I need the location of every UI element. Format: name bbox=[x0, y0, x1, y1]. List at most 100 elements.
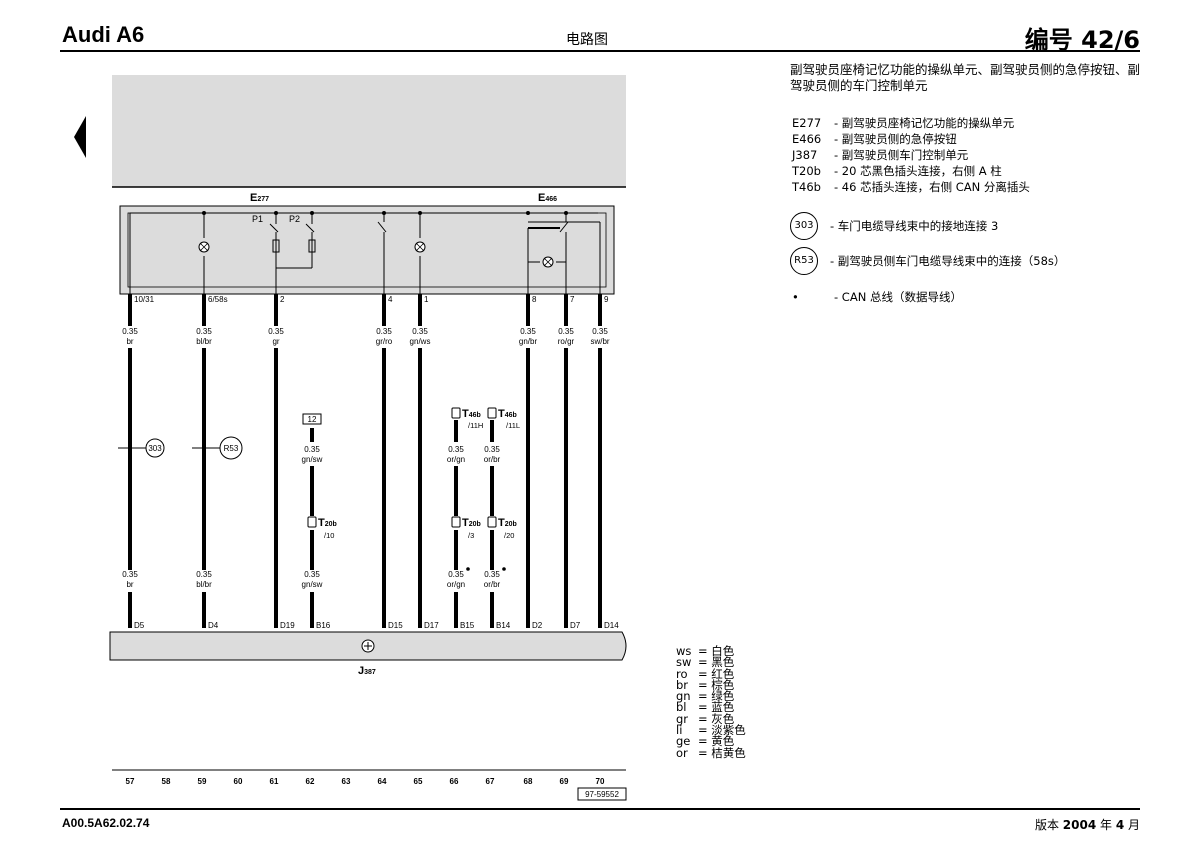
connector-pin: /11H bbox=[468, 421, 483, 430]
wire-color: gn/sw bbox=[302, 455, 323, 464]
wire-color: gn/sw bbox=[302, 580, 323, 589]
drawing-number: 97-59552 bbox=[585, 790, 619, 799]
connection-r53-symbol: R53 bbox=[790, 247, 818, 275]
header-number: 编号 42/6 bbox=[1024, 26, 1140, 54]
color-code-row: ro= 红色 bbox=[676, 666, 735, 681]
pin-label: 2 bbox=[280, 295, 285, 304]
shaded-area bbox=[112, 75, 626, 187]
terminal-12-box bbox=[302, 413, 322, 425]
legend-can-row: •- CAN 总线（数据导线） bbox=[792, 290, 962, 304]
ruler-number: 57 bbox=[126, 777, 135, 786]
pin-label: 6/58s bbox=[208, 295, 228, 304]
can-bus-dot bbox=[466, 567, 470, 571]
pin-label: B15 bbox=[460, 621, 475, 630]
color-code-row: br= 棕色 bbox=[676, 677, 735, 692]
pin-label: B14 bbox=[496, 621, 511, 630]
ruler-number: 61 bbox=[270, 777, 279, 786]
color-code-row: bl= 蓝色 bbox=[676, 700, 735, 715]
header-title: 电路图 bbox=[566, 32, 608, 48]
color-code-row: li= 淡紫色 bbox=[676, 723, 746, 738]
top-pin-labels: 10/31 6/58s 2 4 1 8 7 9 bbox=[134, 295, 609, 304]
pin-label: 10/31 bbox=[134, 295, 155, 304]
connector-t20b-symbol bbox=[487, 516, 497, 528]
connector-pin: /10 bbox=[324, 531, 334, 540]
pin-label: D15 bbox=[388, 621, 403, 630]
terminal-12-label: 12 bbox=[308, 415, 317, 424]
ruler-number: 65 bbox=[414, 777, 423, 786]
can-bus-dot bbox=[502, 567, 506, 571]
connector-t46b-label: T46b bbox=[462, 408, 481, 420]
connector-t46b-label: T46b bbox=[498, 408, 517, 420]
ruler-number: 66 bbox=[450, 777, 459, 786]
footer-code: A00.5A62.02.74 bbox=[62, 816, 150, 830]
wires bbox=[128, 294, 602, 628]
legend-ground-row: 303- 车门电缆导线束中的接地连接 3 bbox=[790, 212, 998, 240]
ruler-number: 59 bbox=[198, 777, 207, 786]
connection-r53-marker bbox=[219, 436, 243, 460]
color-code-list: ws= 白色 sw= 黑色 ro= 红色 br= 棕色 gn= 绿色 bl= 蓝… bbox=[676, 644, 746, 759]
pin-label: D19 bbox=[280, 621, 295, 630]
legend-row: E277- 副驾驶员座椅记忆功能的操纵单元 bbox=[792, 116, 1015, 130]
pin-label: D4 bbox=[208, 621, 219, 630]
ground-303-marker bbox=[145, 438, 165, 458]
wire-size: 0.35 bbox=[448, 570, 464, 579]
wire-size: 0.35 bbox=[122, 570, 138, 579]
wire-size: 0.35 bbox=[122, 327, 138, 336]
wire-size: 0.35 bbox=[196, 327, 212, 336]
wire-color: gr bbox=[272, 337, 279, 346]
wire-size: 0.35 bbox=[484, 445, 500, 454]
ruler-number: 70 bbox=[596, 777, 605, 786]
switch-p1-label: P1 bbox=[252, 214, 263, 224]
switch-p2-label: P2 bbox=[289, 214, 300, 224]
ground-303-label: 303 bbox=[148, 444, 162, 453]
color-code-row: ge= 黄色 bbox=[676, 734, 735, 749]
pin-label: D14 bbox=[604, 621, 619, 630]
legend-row: J387- 副驾驶员侧车门控制单元 bbox=[792, 148, 969, 162]
wire-size: 0.35 bbox=[196, 570, 212, 579]
wire-color: sw/br bbox=[590, 337, 609, 346]
legend-row: T20b- 20 芯黑色插头连接，右侧 A 柱 bbox=[792, 164, 1002, 178]
connector-t20b-label: T20b bbox=[498, 517, 517, 529]
wire-size: 0.35 bbox=[484, 570, 500, 579]
connector-pin: /20 bbox=[504, 531, 514, 540]
component-e277-label: E277 bbox=[250, 192, 269, 204]
description-title: 副驾驶员座椅记忆功能的操纵单元、副驾驶员侧的急停按钮、副驾驶员侧的车门控制单元 bbox=[790, 62, 1141, 93]
legend-connection-row: R53- 副驾驶员侧车门电缆导线束中的连接（58s） bbox=[790, 247, 1065, 275]
wire-color: bl/br bbox=[196, 337, 212, 346]
wire-size: 0.35 bbox=[558, 327, 574, 336]
wire-size: 0.35 bbox=[376, 327, 392, 336]
pin-label: D17 bbox=[424, 621, 439, 630]
ruler-number: 64 bbox=[378, 777, 387, 786]
connector-pin: /11L bbox=[506, 421, 520, 430]
legend-row: T46b- 46 芯插头连接，右侧 CAN 分离插头 bbox=[792, 180, 1030, 194]
color-code-row: ws= 白色 bbox=[676, 644, 735, 658]
connector-t20b-label: T20b bbox=[318, 517, 337, 529]
pin-label: B16 bbox=[316, 621, 331, 630]
previous-page-arrow-icon[interactable] bbox=[74, 116, 86, 158]
wire-color: or/gn bbox=[447, 455, 465, 464]
wire-size: 0.35 bbox=[520, 327, 536, 336]
connector-pin: /3 bbox=[468, 531, 474, 540]
wire-color: br bbox=[126, 580, 133, 589]
wire-color: gn/ws bbox=[410, 337, 431, 346]
ruler-number: 60 bbox=[234, 777, 243, 786]
ruler-number: 63 bbox=[342, 777, 351, 786]
color-code-row: gr= 灰色 bbox=[676, 711, 735, 726]
ground-303-symbol: 303 bbox=[790, 212, 818, 240]
connector-t46b-symbol bbox=[487, 407, 497, 419]
connector-t20b-symbol bbox=[451, 516, 461, 528]
header-brand: Audi A6 bbox=[62, 22, 145, 47]
ruler-number: 58 bbox=[162, 777, 171, 786]
wire-color: or/br bbox=[484, 455, 501, 464]
ruler-number: 67 bbox=[486, 777, 495, 786]
wire-size: 0.35 bbox=[592, 327, 608, 336]
wire-color: or/gn bbox=[447, 580, 465, 589]
connector-t20b-label: T20b bbox=[462, 517, 481, 529]
wire-size: 0.35 bbox=[304, 445, 320, 454]
pin-label: 1 bbox=[424, 295, 429, 304]
ruler-number: 68 bbox=[524, 777, 533, 786]
ruler-numbers: 57 58 59 60 61 62 63 64 65 66 67 68 69 7… bbox=[126, 777, 605, 786]
